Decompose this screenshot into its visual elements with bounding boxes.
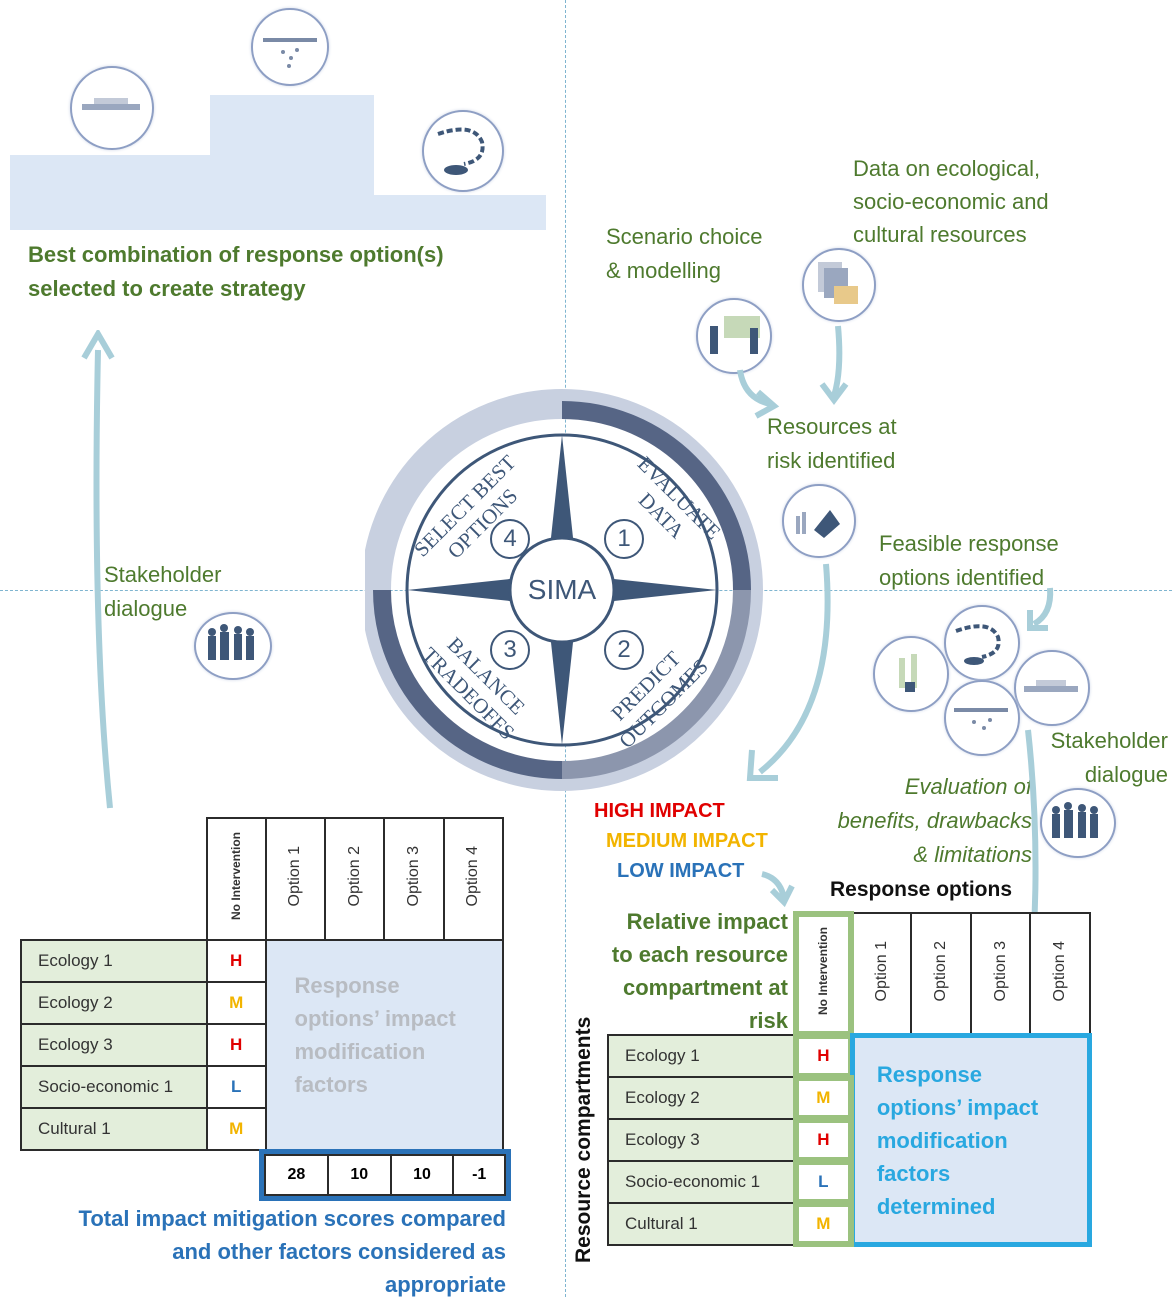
upward-arrow — [81, 330, 115, 809]
feasible-arrow — [1027, 587, 1054, 631]
table-row: Ecology 1 H Response options’ impact mod… — [607, 1033, 1093, 1247]
best-combination-caption: Best combination of response option(s) s… — [28, 242, 444, 301]
right-header-option-2: Option 2 — [910, 912, 972, 1036]
people-icon — [194, 612, 272, 680]
step-1-number: 1 — [604, 519, 644, 559]
right-overlay: Response options’ impact modification fa… — [849, 1033, 1093, 1247]
left-header-no-intervention: No Intervention — [205, 817, 267, 941]
risk-to-legend-arrow — [746, 563, 831, 781]
boom-icon — [422, 110, 504, 192]
option-ship-icon — [1014, 650, 1090, 726]
right-header-no-intervention: No Intervention — [792, 911, 854, 1037]
right-header-option-3: Option 3 — [969, 912, 1032, 1036]
modelling-icon — [696, 298, 772, 374]
legend-medium: MEDIUM IMPACT — [606, 830, 768, 852]
right-header-option-4: Option 4 — [1029, 912, 1091, 1036]
right-impact-table: No Intervention Option 1 Option 2 Option… — [607, 911, 1093, 1247]
left-header-option-4: Option 4 — [442, 817, 505, 941]
score-option-3: 10 — [389, 1154, 455, 1196]
step-3-number: 3 — [490, 630, 530, 670]
table-row: Ecology 1 H Response options’ impact mod… — [20, 939, 504, 1151]
resource-compartments-label: Resource compartments — [572, 1016, 595, 1264]
step-2-number: 2 — [604, 630, 644, 670]
table-row: Socio-economic 1 L — [607, 1159, 1090, 1205]
table-row: Socio-economic 1 L — [20, 1065, 503, 1109]
ship-icon — [70, 66, 154, 150]
total-scores-caption: Total impact mitigation scores compared … — [78, 1206, 506, 1297]
step-4-number: 4 — [490, 519, 530, 559]
risk-identified-label: Resources at risk identified — [767, 414, 897, 473]
data-label: Data on ecological, socio-economic and c… — [853, 156, 1049, 247]
table-row: Ecology 3 H — [607, 1117, 1090, 1163]
relative-impact-label: Relative impact to each resource compart… — [611, 909, 788, 1033]
dispersant-icon — [251, 8, 329, 86]
right-stakeholder-label: Stakeholder dialogue — [1050, 728, 1168, 787]
score-option-1: 28 — [264, 1154, 329, 1196]
resources-risk-icon — [782, 484, 856, 558]
data-documents-icon — [802, 248, 876, 322]
table-row: Ecology 2 M — [20, 981, 503, 1025]
score-option-2: 10 — [326, 1154, 392, 1196]
response-options-title: Response options — [830, 878, 1013, 901]
score-option-4: -1 — [452, 1154, 506, 1196]
right-header-option-1: Option 1 — [850, 912, 913, 1036]
left-header-option-2: Option 2 — [323, 817, 386, 941]
left-header-option-1: Option 1 — [264, 817, 326, 941]
left-header-option-3: Option 3 — [383, 817, 445, 941]
left-overlay: Response options’ impact modification fa… — [264, 939, 504, 1151]
arrows-to-risk — [737, 325, 849, 419]
left-impact-table: No Intervention Option 1 Option 2 Option… — [20, 817, 505, 1151]
sima-compass — [365, 389, 763, 791]
podium — [10, 95, 546, 230]
legend-low: LOW IMPACT — [617, 860, 745, 882]
option-vegetation-icon — [873, 636, 949, 712]
table-row: Cultural 1 M — [20, 1107, 503, 1151]
table-row: Ecology 2 M — [607, 1075, 1090, 1121]
scenario-label: Scenario choice & modelling — [606, 224, 763, 283]
compass-center-label: SIMA — [527, 574, 597, 605]
option-boom-icon — [944, 605, 1020, 681]
evaluation-label: Evaluation of benefits, drawbacks & limi… — [837, 774, 1032, 867]
legend-to-relative-arrow — [761, 871, 795, 908]
left-scores-row: 28 10 10 -1 — [259, 1149, 511, 1201]
feasible-label: Feasible response options identified — [879, 531, 1059, 590]
left-stakeholder-label: Stakeholder dialogue — [104, 562, 222, 621]
table-row: Ecology 3 H — [20, 1023, 503, 1067]
table-row: Cultural 1 M — [607, 1201, 1090, 1247]
right-people-icon — [1040, 788, 1116, 858]
legend-high: HIGH IMPACT — [594, 800, 725, 822]
option-dispersant-icon — [944, 680, 1020, 756]
